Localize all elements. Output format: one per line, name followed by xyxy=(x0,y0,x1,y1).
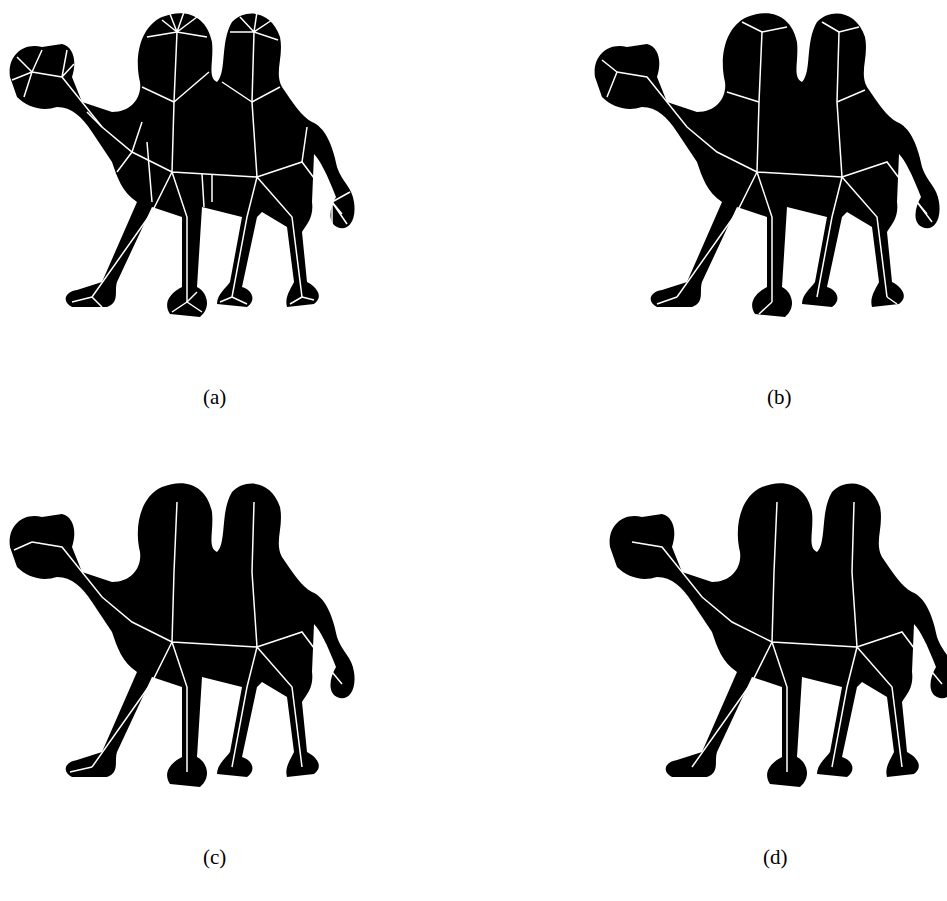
camel-d xyxy=(610,483,947,787)
camel-c xyxy=(10,483,355,787)
panel-label: (c) xyxy=(203,845,226,870)
panel-label: (d) xyxy=(763,845,788,870)
camel-b xyxy=(595,13,940,317)
panel-label: (b) xyxy=(767,385,792,410)
camel-a xyxy=(10,12,355,317)
panel-label: (a) xyxy=(203,385,226,410)
